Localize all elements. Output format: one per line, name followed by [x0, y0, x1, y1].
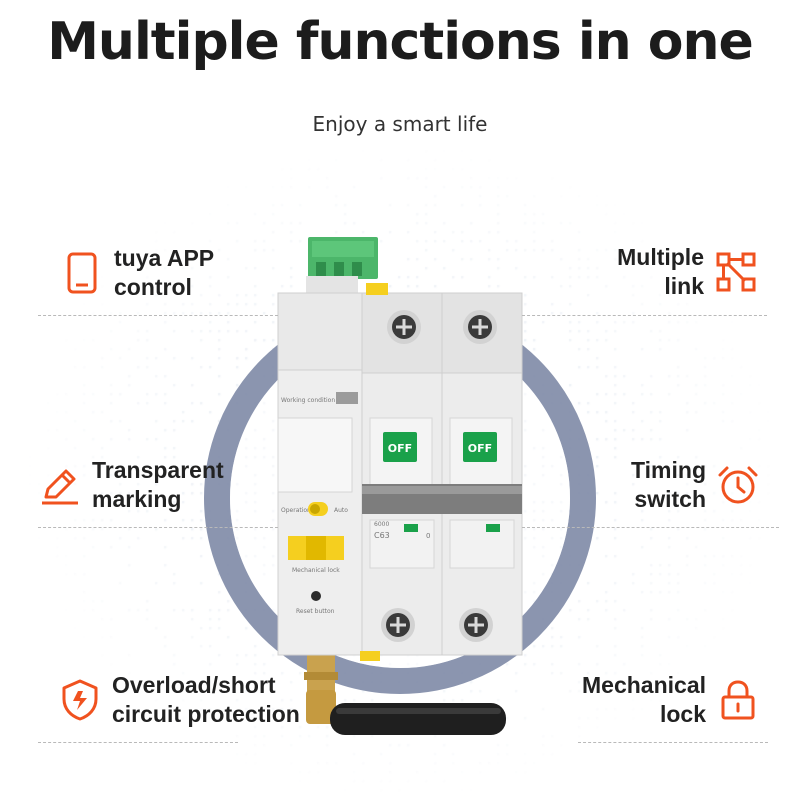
feature-multiple-link: Multiple link — [617, 243, 758, 301]
feature-timing-switch: Timing switch — [631, 456, 760, 514]
feature-label-line: Transparent — [92, 457, 224, 483]
reset-button-label: Reset button — [296, 608, 335, 615]
feature-overload-protection: Overload/short circuit protection — [58, 671, 300, 729]
feature-label-line: Mechanical — [582, 672, 706, 698]
antenna — [304, 648, 506, 735]
divider — [522, 315, 767, 316]
divider — [38, 527, 278, 528]
divider — [38, 742, 238, 743]
green-terminal-block — [306, 237, 378, 294]
feature-label-line: link — [664, 273, 704, 299]
alarm-clock-icon — [718, 466, 758, 504]
rating-label: C63 — [374, 531, 390, 540]
feature-label-line: circuit protection — [112, 701, 300, 727]
feature-label-line: control — [114, 274, 192, 300]
feature-label-line: tuya APP — [114, 245, 215, 271]
feature-label-line: Multiple — [617, 244, 704, 270]
feature-app-control: tuya APP control — [60, 244, 214, 302]
divider — [578, 742, 768, 743]
feature-label-line: Timing — [631, 457, 706, 483]
feature-label-line: marking — [92, 486, 182, 512]
auto-label: Auto — [334, 507, 348, 514]
link-nodes-icon — [716, 252, 756, 292]
feature-mechanical-lock: Mechanical lock — [582, 671, 760, 729]
breaker-body: OFF OFF 6000 C63 0 — [360, 283, 523, 661]
padlock-icon — [721, 680, 755, 720]
page-title: Multiple functions in one — [47, 12, 754, 72]
control-module: Working condition Operation Auto Mechani… — [277, 292, 363, 656]
divider — [522, 527, 779, 528]
operation-label: Operation — [281, 507, 311, 514]
feature-transparent-marking: Transparent marking — [38, 456, 224, 514]
code-label: 6000 — [374, 521, 389, 528]
divider — [38, 315, 278, 316]
pencil-icon — [42, 469, 78, 505]
feature-label-line: Overload/short — [112, 672, 276, 698]
feature-label-line: lock — [659, 701, 706, 727]
shield-icon — [62, 679, 98, 721]
page-subtitle: Enjoy a smart life — [312, 112, 488, 136]
zero-label: 0 — [426, 532, 430, 540]
switch-label-2: OFF — [468, 442, 492, 455]
feature-label-line: switch — [634, 486, 706, 512]
working-condition-label: Working condition — [281, 397, 335, 404]
smartphone-icon — [67, 252, 97, 294]
mechanical-lock-label: Mechanical lock — [292, 567, 340, 574]
switch-label-1: OFF — [388, 442, 412, 455]
